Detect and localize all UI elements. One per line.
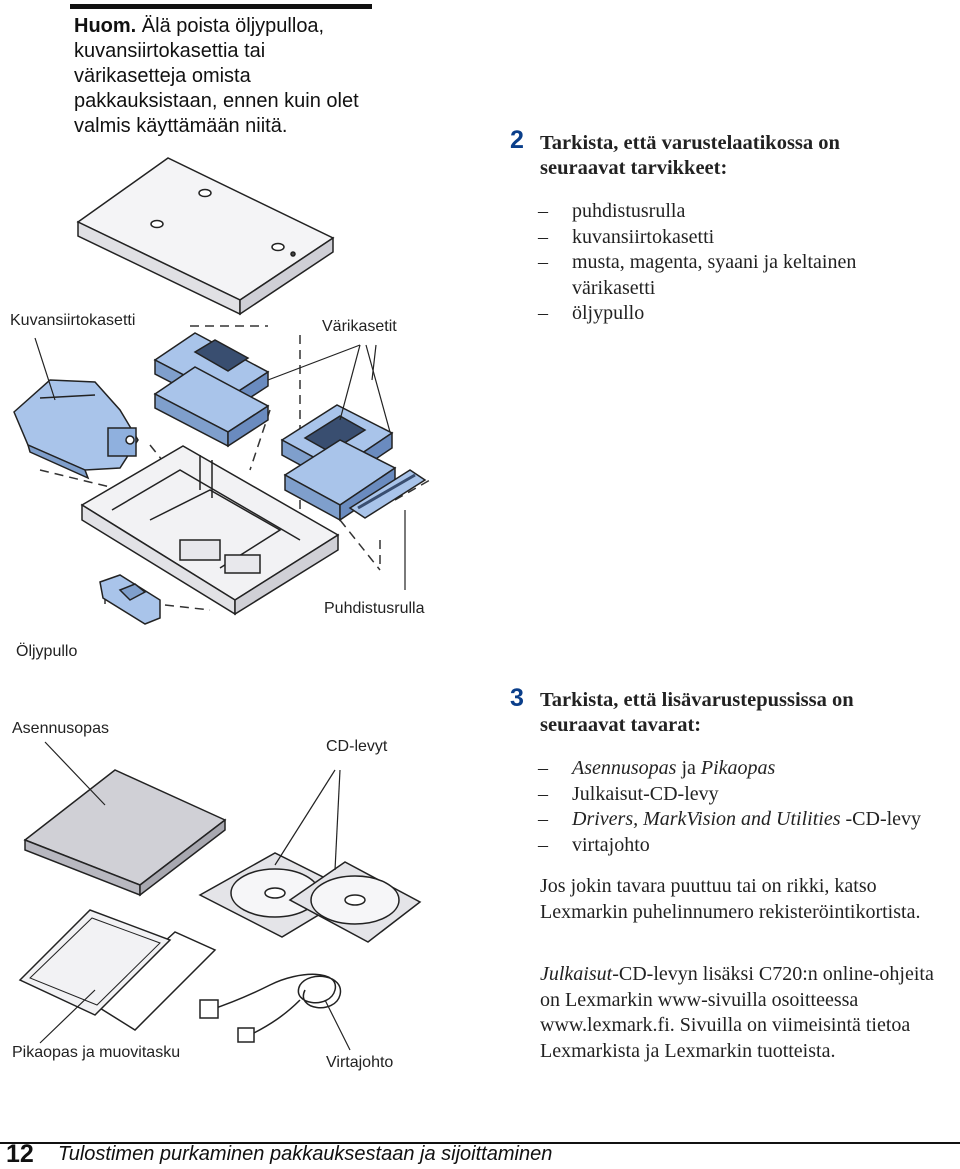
list-item: –Asennusopas ja Pikaopas xyxy=(538,757,776,779)
supplies-box-illustration xyxy=(13,157,431,625)
step2-title-line2: seuraavat tarvikkeet: xyxy=(540,157,728,179)
step2-title: Tarkista, että varustelaatikossa on seur… xyxy=(540,131,840,181)
online-text: -CD-levyn lisäksi C720:n online-ohjeita … xyxy=(540,963,934,1062)
step2-list: –puhdistusrulla –kuvansiirtokasetti –mus… xyxy=(538,199,938,327)
list-item: värikasetti xyxy=(572,276,656,299)
list-item: –kuvansiirtokasetti xyxy=(538,225,715,248)
list-item: –virtajohto xyxy=(538,833,650,856)
list-item: –puhdistusrulla xyxy=(538,200,686,222)
step3-list: –Asennusopas ja Pikaopas –Julkaisut-CD-l… xyxy=(538,756,958,858)
footer-rule xyxy=(0,1142,960,1144)
note-label: Huom. xyxy=(74,15,137,37)
label-kuvansiirtokasetti: Kuvansiirtokasetti xyxy=(10,312,136,329)
list-item: –Julkaisut-CD-levy xyxy=(538,782,719,805)
cleaning-roller xyxy=(348,469,427,519)
toner-cartridges-left xyxy=(153,332,270,448)
note-rule xyxy=(70,4,372,9)
label-virtajohto: Virtajohto xyxy=(326,1054,394,1071)
box-lid xyxy=(76,157,335,316)
label-oljypullo: Öljypullo xyxy=(16,643,78,660)
label-pikaopas: Pikaopas ja muovitasku xyxy=(12,1044,181,1061)
step2-number: 2 xyxy=(510,126,524,154)
label-puhdistusrulla: Puhdistusrulla xyxy=(324,600,425,617)
step3-title-line1: Tarkista, että lisävarustepussissa on xyxy=(540,689,854,711)
oil-bottle xyxy=(99,574,161,625)
step3-title-line2: seuraavat tavarat: xyxy=(540,714,702,736)
label-varikasetit: Värikasetit xyxy=(322,318,397,335)
toner-cartridges-right xyxy=(280,404,397,522)
footer-title: Tulostimen purkaminen pakkauksestaan ja … xyxy=(58,1143,553,1165)
step3-title: Tarkista, että lisävarustepussissa on se… xyxy=(540,688,854,738)
documentation-kit-illustration xyxy=(18,741,422,1051)
setup-guide-book xyxy=(23,769,227,897)
power-cord xyxy=(199,973,342,1043)
list-item: –öljypullo xyxy=(538,302,645,324)
cd-discs xyxy=(198,852,422,943)
label-cd-levyt: CD-levyt xyxy=(326,738,388,755)
note-box: Huom. Älä poista öljypulloa, kuvansiirto… xyxy=(74,14,374,139)
step3-number: 3 xyxy=(510,684,524,712)
label-asennusopas: Asennusopas xyxy=(12,720,109,737)
online-italic: Julkaisut xyxy=(540,963,613,985)
quick-reference-sleeve xyxy=(18,909,217,1031)
step3-paragraph-missing: Jos jokin tavara puuttuu tai on rikki, k… xyxy=(540,875,921,923)
list-item: –musta, magenta, syaani ja keltainen xyxy=(538,251,857,273)
note-text: Älä poista öljypulloa, kuvansiirtokasett… xyxy=(74,15,359,137)
step3-paragraph-online: Julkaisut-CD-levyn lisäksi C720:n online… xyxy=(540,962,958,1064)
list-item: –Drivers, MarkVision and Utilities -CD-l… xyxy=(538,808,922,830)
page-number: 12 xyxy=(6,1140,34,1168)
tray xyxy=(80,445,340,616)
step2-title-line1: Tarkista, että varustelaatikossa on xyxy=(540,132,840,154)
photodeveloper-cartridge xyxy=(13,379,139,480)
